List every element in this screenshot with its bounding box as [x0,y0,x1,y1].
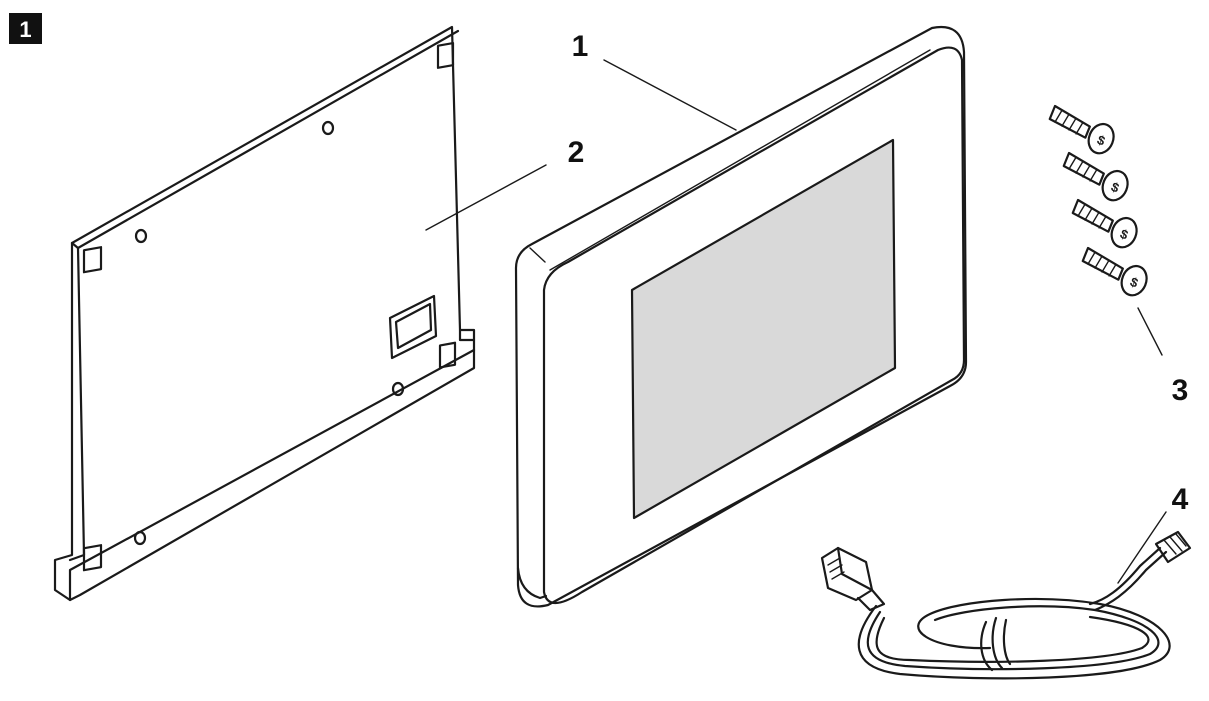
cable [820,530,1192,680]
svg-text:$: $ [1095,132,1108,149]
step-badge-box [9,13,42,44]
screw-4: $ [1081,246,1148,297]
leader-line-2 [425,164,547,231]
screws: $ $ $ $ [1048,104,1148,297]
display-screen [630,138,897,520]
screw-1: $ [1048,104,1115,155]
step-number: 1 [19,17,31,42]
leader-line-1 [603,59,737,131]
screw-2: $ [1062,151,1129,202]
callout-label-1: 1 [572,30,589,63]
callout-label-2: 2 [568,136,585,169]
callout-label-4: 4 [1172,483,1189,516]
svg-text:$: $ [1118,226,1131,243]
screw-3: $ [1071,198,1138,249]
mounting-plate [53,25,476,602]
leader-lines [425,59,1167,584]
step-badge: 1 [9,13,42,44]
svg-text:$: $ [1128,274,1141,291]
leader-line-3 [1137,307,1163,356]
callout-label-3: 3 [1172,374,1189,407]
svg-text:$: $ [1109,179,1122,196]
leader-line-4 [1117,511,1167,584]
display-unit [514,25,968,608]
